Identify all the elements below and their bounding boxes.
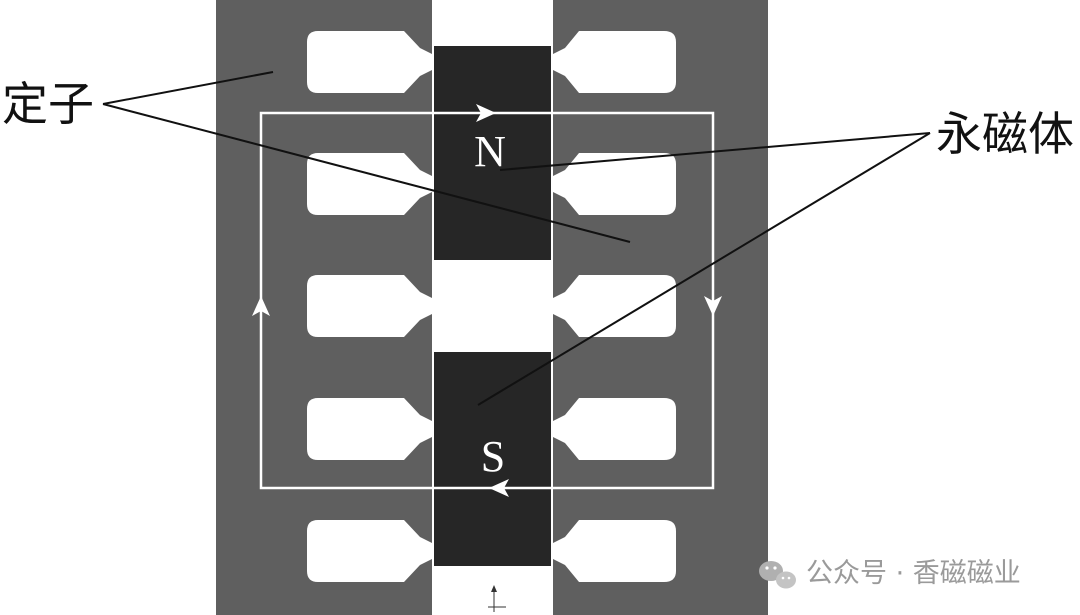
stator-slot-right-1 [551, 31, 676, 93]
flux-arrow-top [476, 104, 496, 122]
label-stator: 定子 [2, 77, 94, 131]
stator-slot-right-2 [551, 153, 676, 215]
wechat-icon [759, 561, 796, 589]
leader-lines [102, 71, 931, 406]
stator-slot-right-4 [551, 398, 676, 460]
stator-right-slots [551, 31, 676, 582]
flux-arrow-left [252, 296, 270, 316]
leader-stator-left [102, 71, 274, 105]
label-south: S [481, 432, 505, 481]
stator-slot-right-5 [551, 520, 676, 582]
label-north: N [474, 127, 506, 176]
stator-slot-left-5 [307, 520, 434, 582]
watermark: 公众号 · 香磁磁业 [759, 558, 1021, 589]
magnet-south [434, 352, 551, 566]
flux-arrow-bottom [489, 479, 509, 497]
flux-arrow-right [704, 296, 722, 316]
stator-slot-left-1 [307, 31, 434, 93]
stator-slot-right-3 [551, 275, 676, 337]
magnet-north [434, 46, 551, 260]
stator-slot-left-4 [307, 398, 434, 460]
stator-slot-left-2 [307, 153, 434, 215]
leader-magnet-south [477, 132, 931, 406]
stator-slot-left-3 [307, 275, 434, 337]
stator-left-slots [307, 31, 434, 582]
watermark-text: 公众号 · 香磁磁业 [806, 558, 1021, 589]
leader-stator-right [102, 103, 631, 243]
label-magnet: 永磁体 [936, 107, 1074, 161]
leader-magnet-north [499, 132, 931, 171]
axis-marker-icon [488, 585, 506, 612]
